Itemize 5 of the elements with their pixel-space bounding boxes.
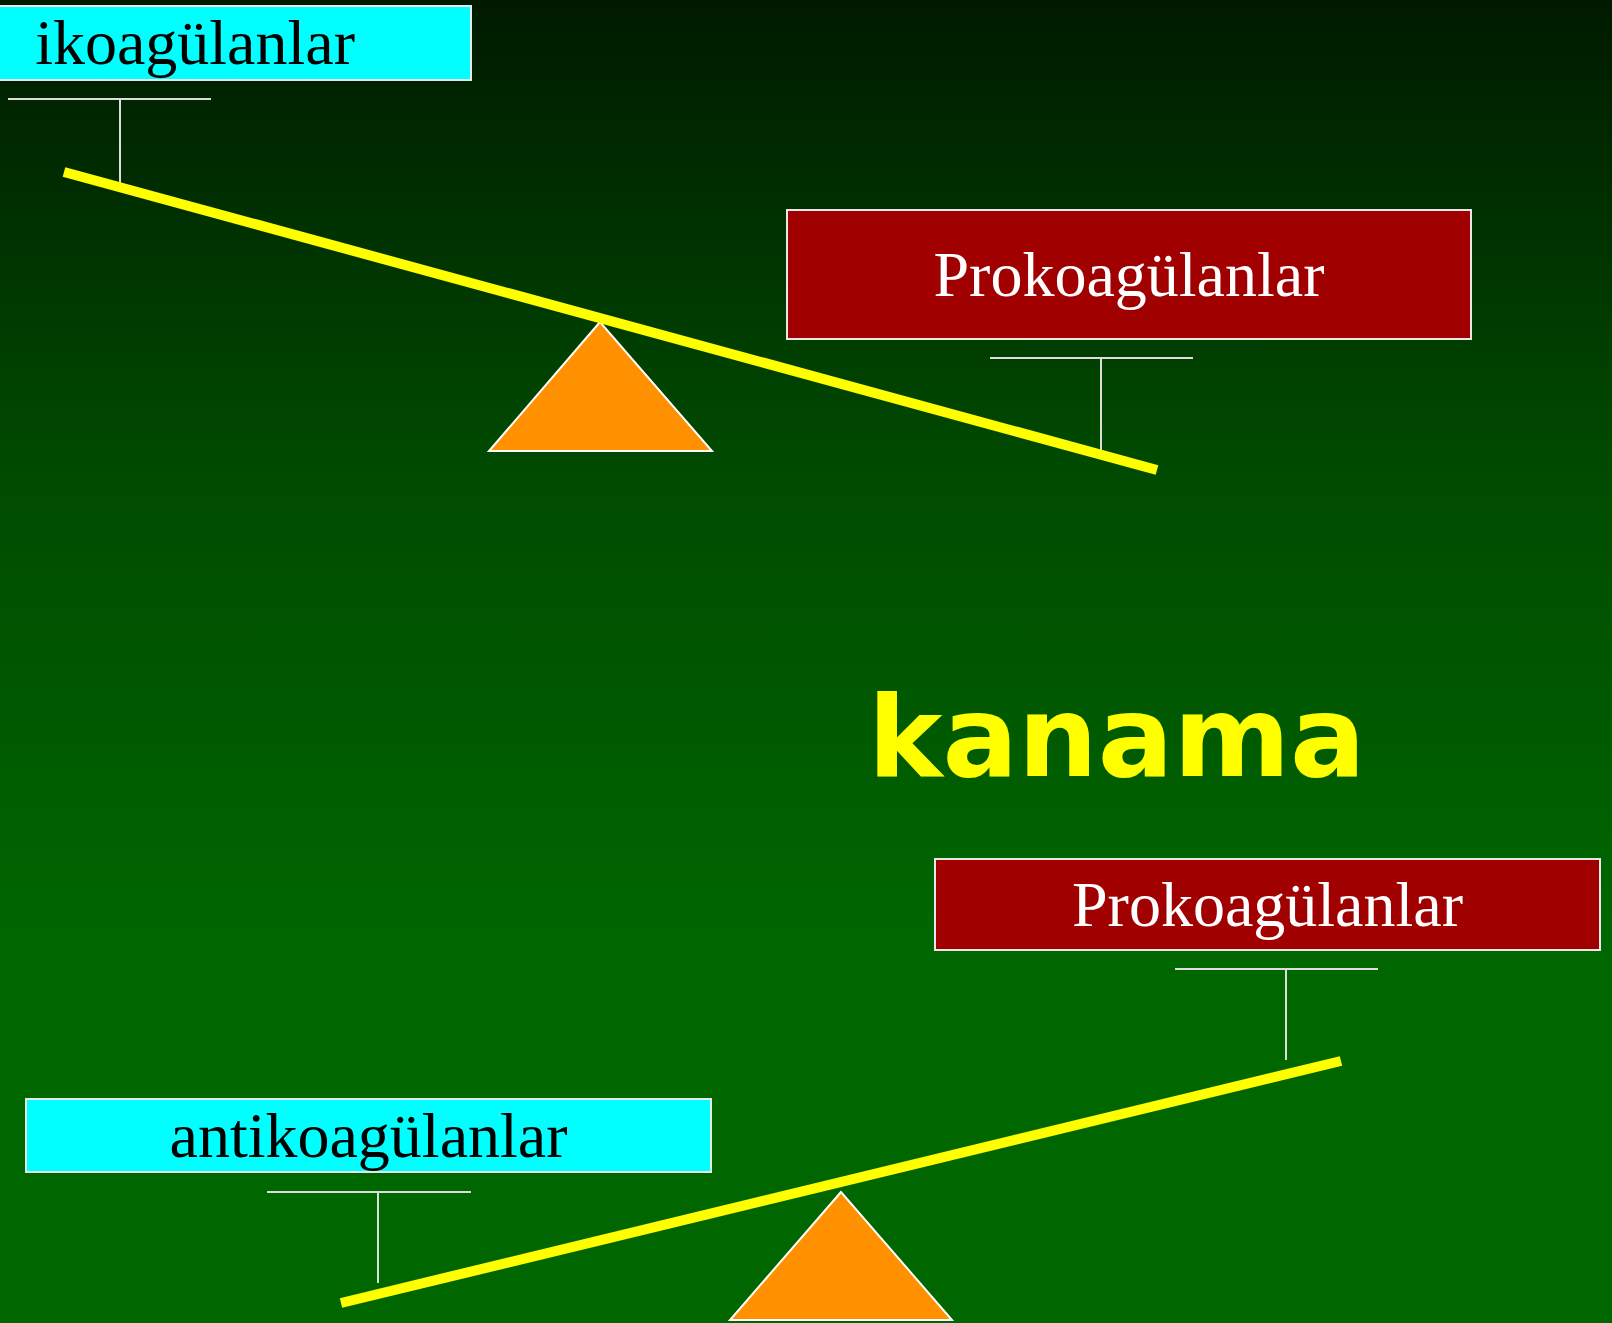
label-box: antikoagülanlar [25,1098,712,1173]
diagram-label: kanama [868,672,1366,802]
label-box: ikoagülanlar [0,5,472,81]
label-box: Prokoagülanlar [786,209,1472,340]
label-box: Prokoagülanlar [934,858,1601,951]
